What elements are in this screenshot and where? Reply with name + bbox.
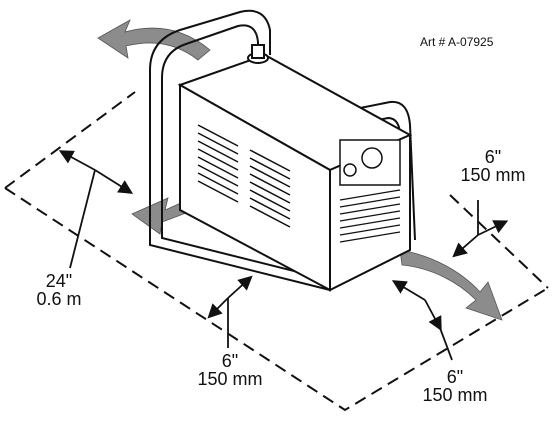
clearance-bottom-right-imperial: 6" — [446, 367, 464, 387]
dim-arrow-right-bottom — [452, 234, 479, 258]
airflow-arrow-bottom-right — [399, 249, 503, 321]
side-vent-left — [197, 124, 239, 203]
front-knob-small — [343, 163, 357, 177]
clearance-label-bottom-middle: 6" 150 mm — [180, 352, 280, 388]
side-vent-right — [249, 149, 291, 228]
clearance-left-imperial: 24" — [45, 271, 73, 291]
clearance-bottom-middle-imperial: 6" — [221, 351, 239, 371]
dimension-arrows — [58, 150, 509, 361]
front-knob-large — [361, 147, 383, 169]
front-panel — [339, 139, 401, 186]
front-vent — [339, 189, 401, 243]
dim-arrow-bottom-outer — [207, 297, 229, 319]
dim-arrow-right-top — [477, 220, 509, 236]
clearance-label-top-right: 6" 150 mm — [448, 148, 538, 184]
clearance-top-right-imperial: 6" — [484, 147, 502, 167]
clearance-left-metric: 0.6 m — [36, 289, 82, 309]
dim-leader-left — [69, 169, 96, 269]
dim-arrow-bottom-inner — [227, 275, 253, 299]
clearance-bottom-middle-metric: 150 mm — [197, 369, 263, 389]
dim-leader-bottom-right — [439, 327, 453, 361]
top-knob-stem — [251, 44, 265, 59]
clearance-label-bottom-right: 6" 150 mm — [405, 368, 505, 404]
clearance-label-left: 24" 0.6 m — [14, 272, 104, 308]
clearance-top-right-metric: 150 mm — [460, 165, 526, 185]
dim-arrow-bottom-right-inner — [391, 280, 426, 301]
dim-arrow-left-inner — [94, 169, 134, 194]
clearance-bottom-right-metric: 150 mm — [422, 385, 488, 405]
art-number: Art # A-07925 — [420, 35, 494, 49]
dim-arrow-left-outer — [58, 150, 96, 171]
dim-arrow-bottom-right-outer — [424, 299, 442, 332]
clearance-boundary — [4, 91, 549, 412]
